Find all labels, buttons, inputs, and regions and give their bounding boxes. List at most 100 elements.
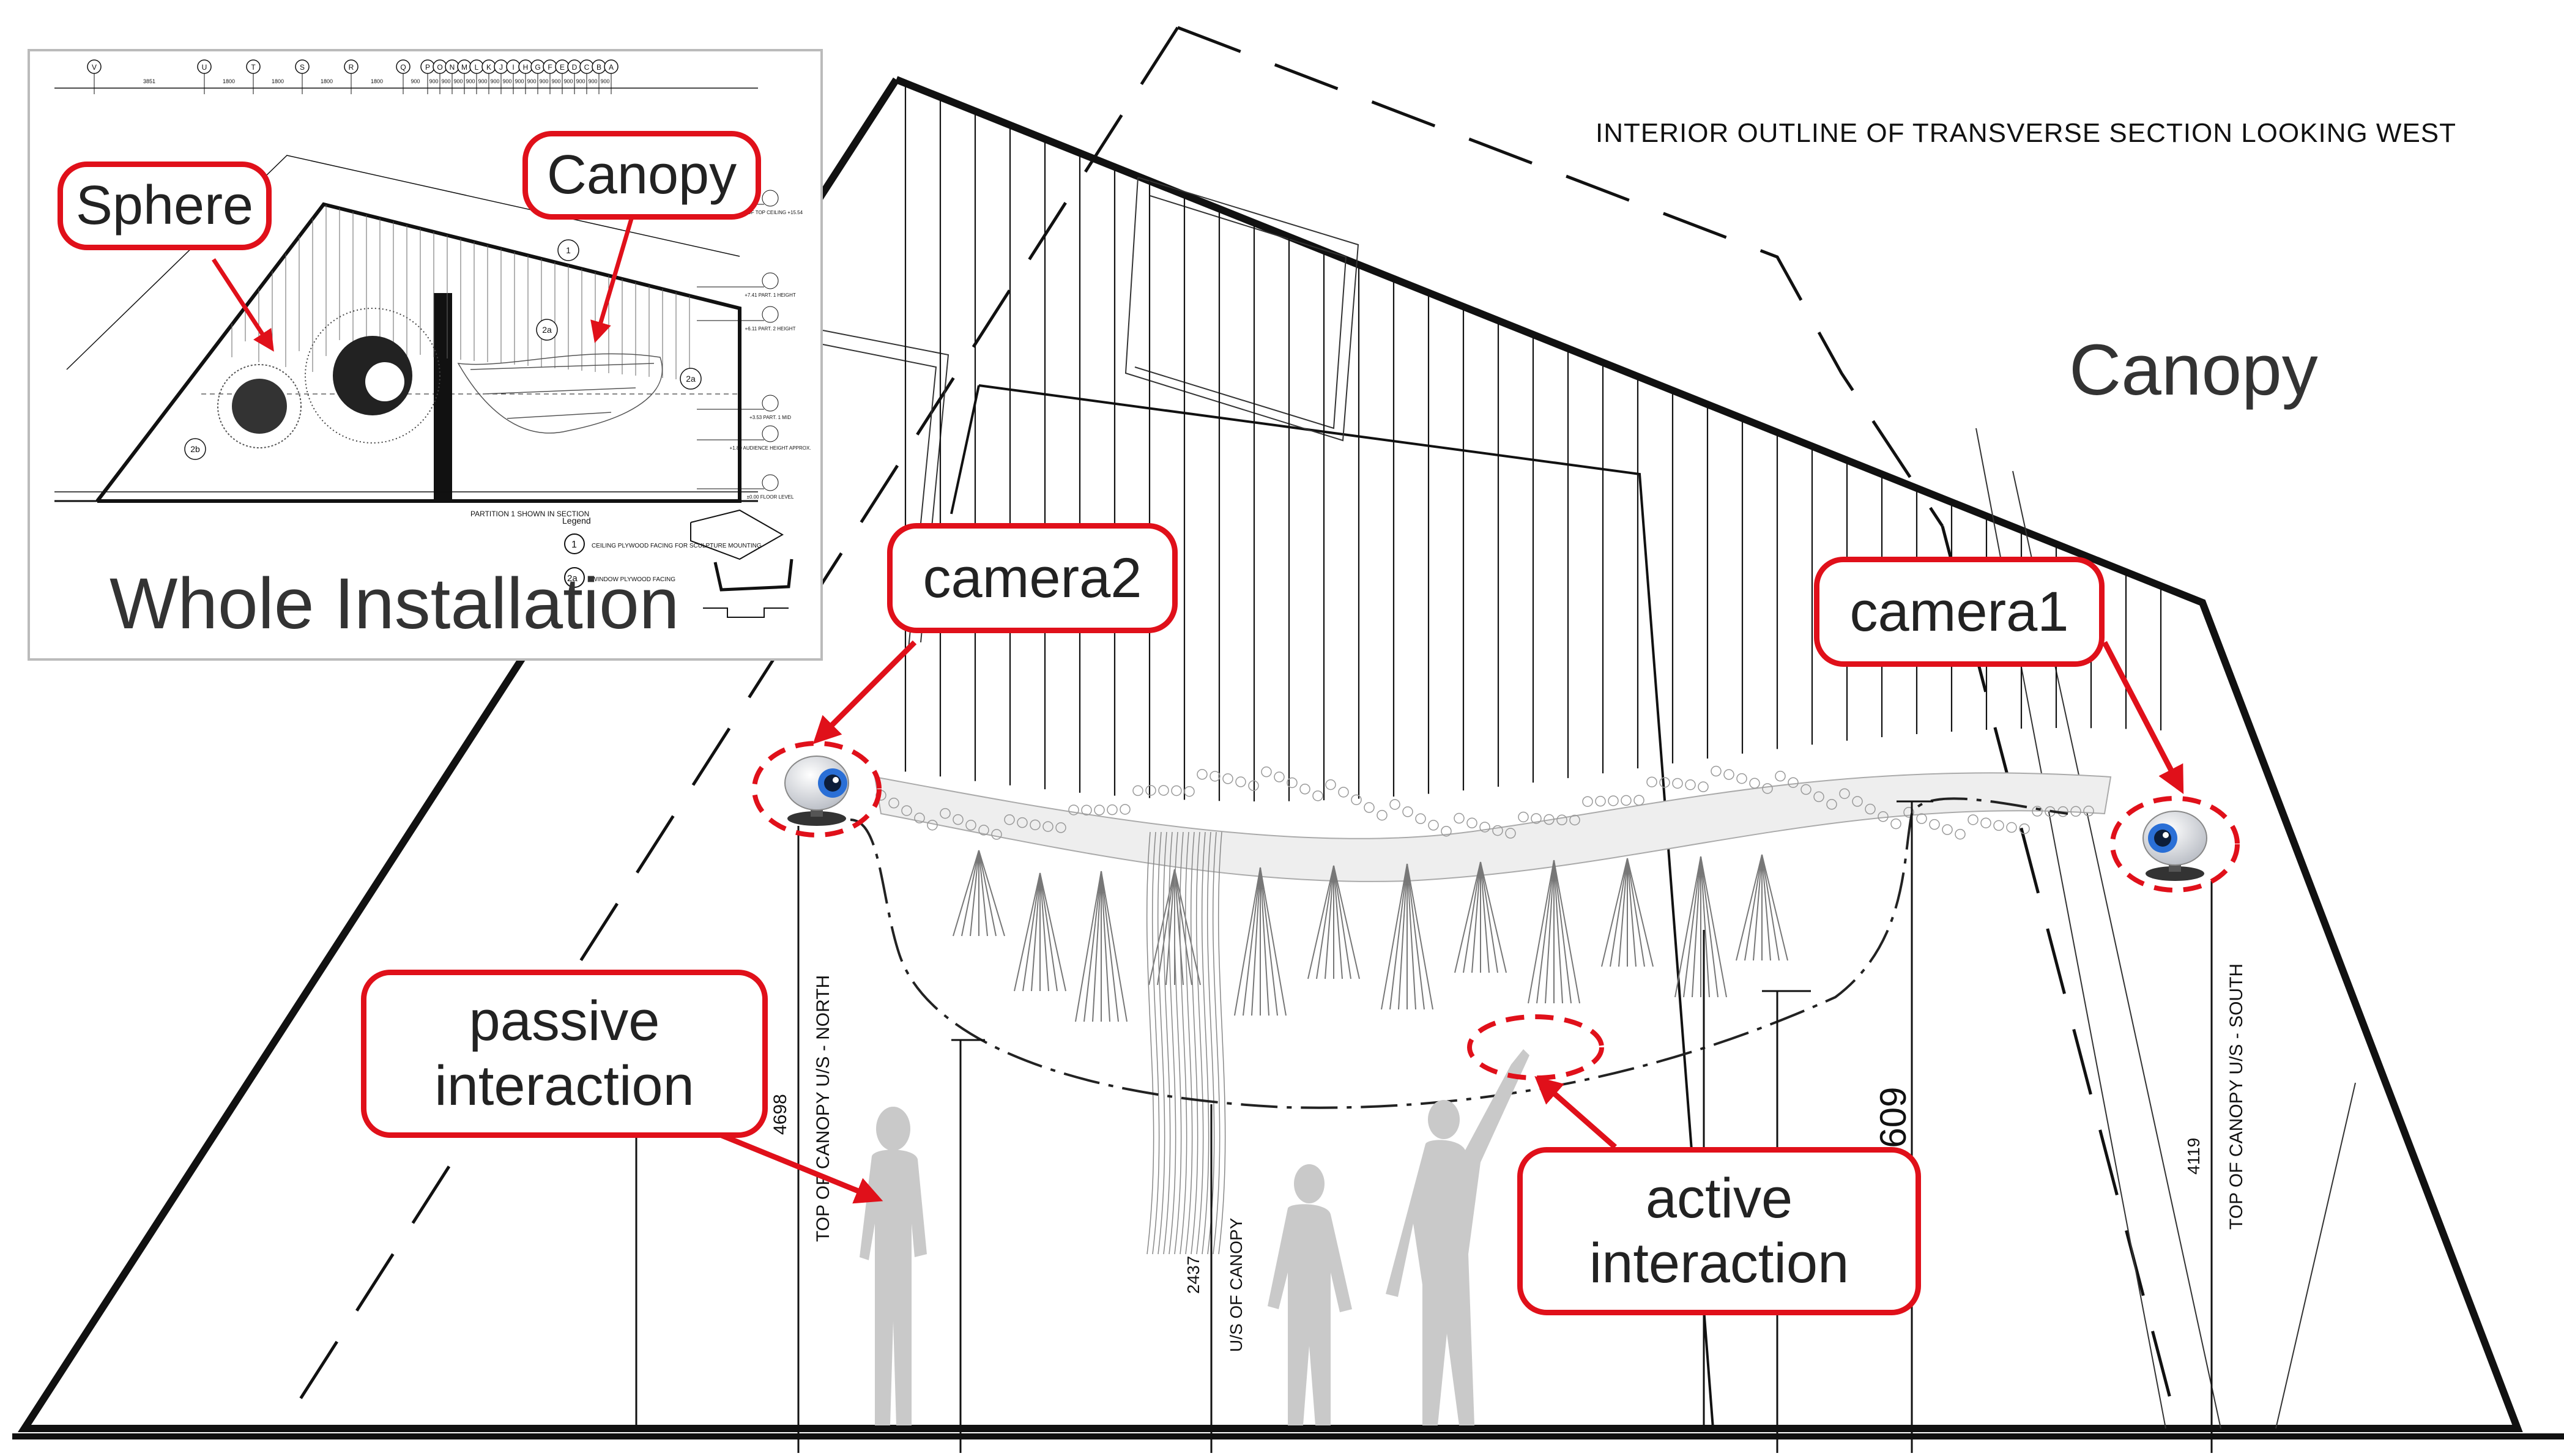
inset-grid-dim: 3851 [143, 78, 155, 84]
canopy-node [2083, 805, 2094, 817]
canopy-node [1351, 794, 1362, 806]
canopy-node [1120, 804, 1131, 815]
canopy-node [1852, 796, 1863, 807]
passive-interaction-callout: passive interaction [361, 970, 768, 1138]
inset-level-label: +1.80 AUDIENCE HEIGHT APPROX. [729, 445, 811, 451]
inset-legend-tag-2: 2a [567, 573, 578, 584]
inset-grid-dim: 1800 [272, 78, 284, 84]
inset-grid-label: T [251, 63, 256, 72]
canopy-node [1544, 814, 1555, 825]
canopy-node [1492, 825, 1503, 836]
canopy-node [1980, 817, 1991, 828]
canopy-frond [953, 850, 1005, 937]
people-silhouettes [860, 1049, 1529, 1425]
canopy-node [1531, 813, 1542, 824]
inset-grid-dim: 900 [490, 78, 499, 84]
canopy-sculpture [874, 765, 2112, 1255]
inset-grid-dim: 900 [551, 78, 560, 84]
canopy-node [1428, 820, 1439, 831]
canopy-node [927, 819, 938, 831]
canopy-tendril [1157, 831, 1165, 1255]
inset-legend-text-1: CEILING PLYWOOD FACING FOR SCULPTURE MOU… [592, 543, 762, 549]
canopy-node [1903, 807, 1914, 818]
canopy-node [1698, 781, 1709, 792]
canopy-node [1287, 777, 1298, 789]
inset-grid-dim: 900 [502, 78, 511, 84]
canopy-node [1030, 819, 1041, 831]
canopy-node [1402, 806, 1413, 817]
canopy-node [1235, 776, 1246, 787]
canopy-node [965, 820, 976, 831]
inset-section-outline [54, 155, 758, 503]
inset-canopy-callout: Canopy [522, 131, 761, 220]
canopy-node [1672, 778, 1683, 789]
inset-grid-label: H [523, 63, 529, 72]
inset-spheres [217, 308, 440, 448]
canopy-node [1890, 818, 1901, 830]
inset-level-marker [762, 306, 779, 323]
canopy-node [1068, 804, 1079, 815]
canopy-node [1608, 795, 1619, 806]
canopy-node [940, 808, 951, 819]
dimension-texts: 4698 TOP OF CANOPY U/S - NORTH 2437 U/S … [770, 964, 2246, 1352]
camera2-callout: camera2 [887, 523, 1178, 633]
inset-grid-dim: 900 [515, 78, 524, 84]
inset-grid-label: V [92, 63, 97, 72]
canopy-tendril [1201, 831, 1210, 1255]
canopy-node [1197, 769, 1208, 780]
dim-north-label: TOP OF CANOPY U/S - NORTH [813, 975, 833, 1242]
canopy-node [1736, 773, 1747, 784]
inset-grid-label: R [349, 63, 354, 72]
canopy-frond [1307, 865, 1360, 979]
inset-grid-dim: 900 [600, 78, 609, 84]
inset-grid-dim: 900 [453, 78, 463, 84]
canopy-heading: Canopy [2069, 330, 2318, 410]
inset-grid-label: L [475, 63, 479, 72]
canopy-node [1968, 814, 1979, 825]
inset-grid-label: A [609, 63, 614, 72]
canopy-node [1942, 824, 1953, 835]
inset-grid-label: O [437, 63, 442, 72]
canopy-node [1993, 820, 2004, 831]
canopy-node [1839, 788, 1850, 800]
inset-level-marker [762, 425, 779, 442]
canopy-tendril [1146, 831, 1154, 1255]
inset-grid-label: E [560, 63, 565, 72]
canopy-node [1646, 776, 1657, 787]
canopy-node [1595, 795, 1606, 807]
inset-tag-bubble [680, 368, 702, 390]
canopy-node [1775, 770, 1786, 782]
canopy-node [1312, 790, 1323, 801]
canopy-node [978, 825, 989, 836]
dim-north-value: 4698 [770, 1094, 790, 1135]
canopy-hangers [904, 83, 2162, 801]
inset-tag-bubble [184, 438, 206, 460]
canopy-node [1210, 771, 1221, 782]
canopy-node [1184, 786, 1195, 797]
canopy-tendril [1173, 831, 1182, 1255]
camera1-label: camera1 [1849, 580, 2069, 643]
canopy-tendril [1212, 831, 1221, 1255]
canopy-node [1621, 795, 1632, 806]
canopy-node [1158, 785, 1169, 796]
canopy-node [1556, 814, 1567, 826]
camera2-label: camera2 [923, 546, 1142, 609]
canopy-node [1479, 822, 1490, 833]
canopy-frond [1674, 856, 1727, 998]
canopy-node [1813, 791, 1824, 803]
canopy-tendril [1179, 831, 1187, 1255]
inset-grid-label: I [512, 63, 514, 72]
inset-hangers [231, 205, 690, 381]
inset-grid-dim: 900 [466, 78, 475, 84]
inset-grid-dim: 900 [563, 78, 573, 84]
canopy-node [1929, 819, 1940, 830]
inset-grid-dim: 900 [588, 78, 597, 84]
inset-legend-tag-1: 1 [571, 540, 577, 550]
inset-grid-label: P [425, 63, 430, 72]
canopy-node [2032, 806, 2043, 817]
camera2-highlight [752, 741, 882, 838]
canopy-node [1711, 765, 1722, 777]
canopy-tendril [1190, 831, 1198, 1255]
inset-grid-label: B [596, 63, 601, 72]
